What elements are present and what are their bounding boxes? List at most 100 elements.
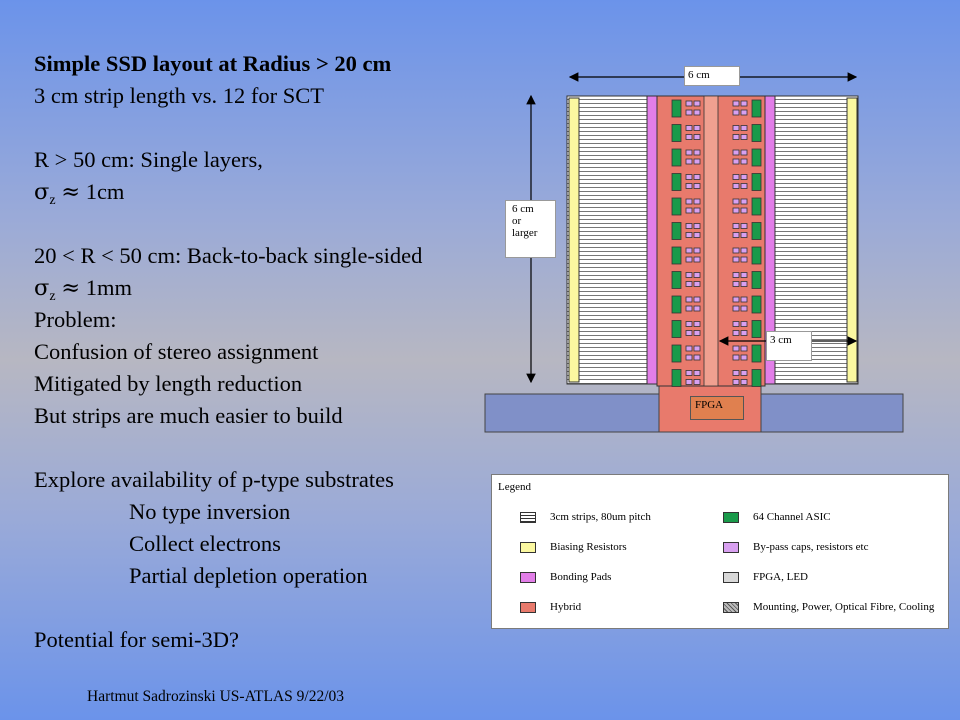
problem-easier: But strips are much easier to build (34, 403, 343, 428)
bypass-cap (693, 125, 701, 131)
bypass-cap (685, 183, 693, 189)
asic-chip-right (751, 320, 762, 338)
explore-item: No type inversion (129, 499, 291, 524)
asic-chip-right (751, 369, 762, 387)
bypass-cap (732, 379, 740, 385)
bypass-cap (740, 281, 748, 287)
bypass-cap (693, 272, 701, 278)
explore-item: Partial depletion operation (129, 563, 368, 588)
bypass-cap (685, 330, 693, 336)
bypass-cap (693, 296, 701, 303)
asic-chip-left (671, 369, 682, 387)
bypass-cap (685, 207, 693, 214)
bonding-pad-left (646, 95, 658, 385)
bypass-cap (732, 174, 740, 180)
bypass-cap (685, 256, 693, 263)
legend-item-asic: 64 Channel ASIC (723, 511, 831, 524)
bypass-cap (732, 296, 740, 303)
bypass-cap (693, 207, 701, 214)
bypass-cap (685, 345, 693, 352)
asic-chip-right (751, 99, 762, 118)
bypass-cap (740, 207, 748, 214)
bypass-cap (732, 370, 740, 376)
asic-chip-left (671, 344, 682, 363)
bypass-cap (732, 256, 740, 263)
bypass-cap (732, 247, 740, 254)
bypass-cap (732, 149, 740, 156)
r20-sigma-line: σz ≈ 1mm (34, 275, 132, 304)
asic-chip-left (671, 99, 682, 118)
bypass-cap (693, 223, 701, 229)
asic-chip-left (671, 320, 682, 338)
hybrid-divider (703, 95, 719, 387)
bypass-cap (685, 321, 693, 327)
legend-item-mounting: Mounting, Power, Optical Fibre, Cooling (723, 601, 960, 614)
bypass-cap (685, 198, 693, 205)
problem-mitigated: Mitigated by length reduction (34, 371, 303, 396)
bypass-cap (740, 109, 748, 116)
bypass-cap (685, 174, 693, 180)
strip-length-line: 3 cm strip length vs. 12 for SCT (34, 83, 324, 108)
bypass-cap (693, 100, 701, 107)
bypass-cap (693, 305, 701, 312)
biasing-resistor-right (846, 97, 858, 383)
bypass-cap (685, 281, 693, 287)
r50-sigma-line: σz ≈ 1cm (34, 179, 125, 208)
height-label: 6 cm or larger (505, 200, 556, 258)
legend-item-hybrid: Hybrid (520, 601, 581, 614)
bypass-cap (732, 330, 740, 336)
footer-credit: Hartmut Sadrozinski US-ATLAS 9/22/03 (87, 688, 345, 705)
bypass-cap (693, 321, 701, 327)
bypass-cap (732, 100, 740, 107)
bypass-cap (732, 354, 740, 361)
asic-chip-right (751, 295, 762, 314)
bypass-cap (685, 223, 693, 229)
bypass-cap (693, 198, 701, 205)
bypass-cap (693, 232, 701, 238)
fpga-label: FPGA (690, 396, 744, 420)
r20-line: 20 < R < 50 cm: Back-to-back single-side… (34, 243, 423, 268)
bypass-cap (740, 100, 748, 107)
bypass-cap (685, 149, 693, 156)
bypass-cap (740, 149, 748, 156)
bypass-cap (740, 296, 748, 303)
bypass-cap (693, 174, 701, 180)
bypass-cap (693, 345, 701, 352)
bypass-cap (685, 296, 693, 303)
asic-swatch-icon (723, 512, 739, 523)
bypass-swatch-icon (723, 542, 739, 553)
strips-swatch-icon (520, 512, 536, 523)
legend-item-bonding: Bonding Pads (520, 571, 611, 584)
bypass-cap (740, 354, 748, 361)
biasing-resistor-left (568, 97, 580, 383)
bypass-cap (740, 125, 748, 131)
bypass-cap (732, 158, 740, 165)
legend-item-strips: 3cm strips, 80um pitch (520, 511, 651, 524)
asic-chip-right (751, 344, 762, 363)
bypass-cap (685, 354, 693, 361)
bypass-cap (740, 223, 748, 229)
bypass-cap (740, 379, 748, 385)
bypass-cap (732, 305, 740, 312)
bypass-cap (732, 281, 740, 287)
bypass-cap (732, 198, 740, 205)
bypass-cap (685, 247, 693, 254)
bypass-cap (740, 232, 748, 238)
bypass-cap (740, 305, 748, 312)
bypass-cap (740, 256, 748, 263)
hybrid-swatch-icon (520, 602, 536, 613)
bypass-cap (693, 330, 701, 336)
bypass-cap (693, 149, 701, 156)
asic-chip-right (751, 173, 762, 191)
bypass-cap (693, 158, 701, 165)
asic-chip-left (671, 271, 682, 289)
legend-title: Legend (498, 481, 531, 493)
asic-chip-left (671, 246, 682, 265)
bypass-cap (740, 174, 748, 180)
biasing-swatch-icon (520, 542, 536, 553)
strip-sensor-left (566, 95, 658, 385)
asic-chip-right (751, 271, 762, 289)
asic-chip-left (671, 295, 682, 314)
bypass-cap (732, 134, 740, 140)
